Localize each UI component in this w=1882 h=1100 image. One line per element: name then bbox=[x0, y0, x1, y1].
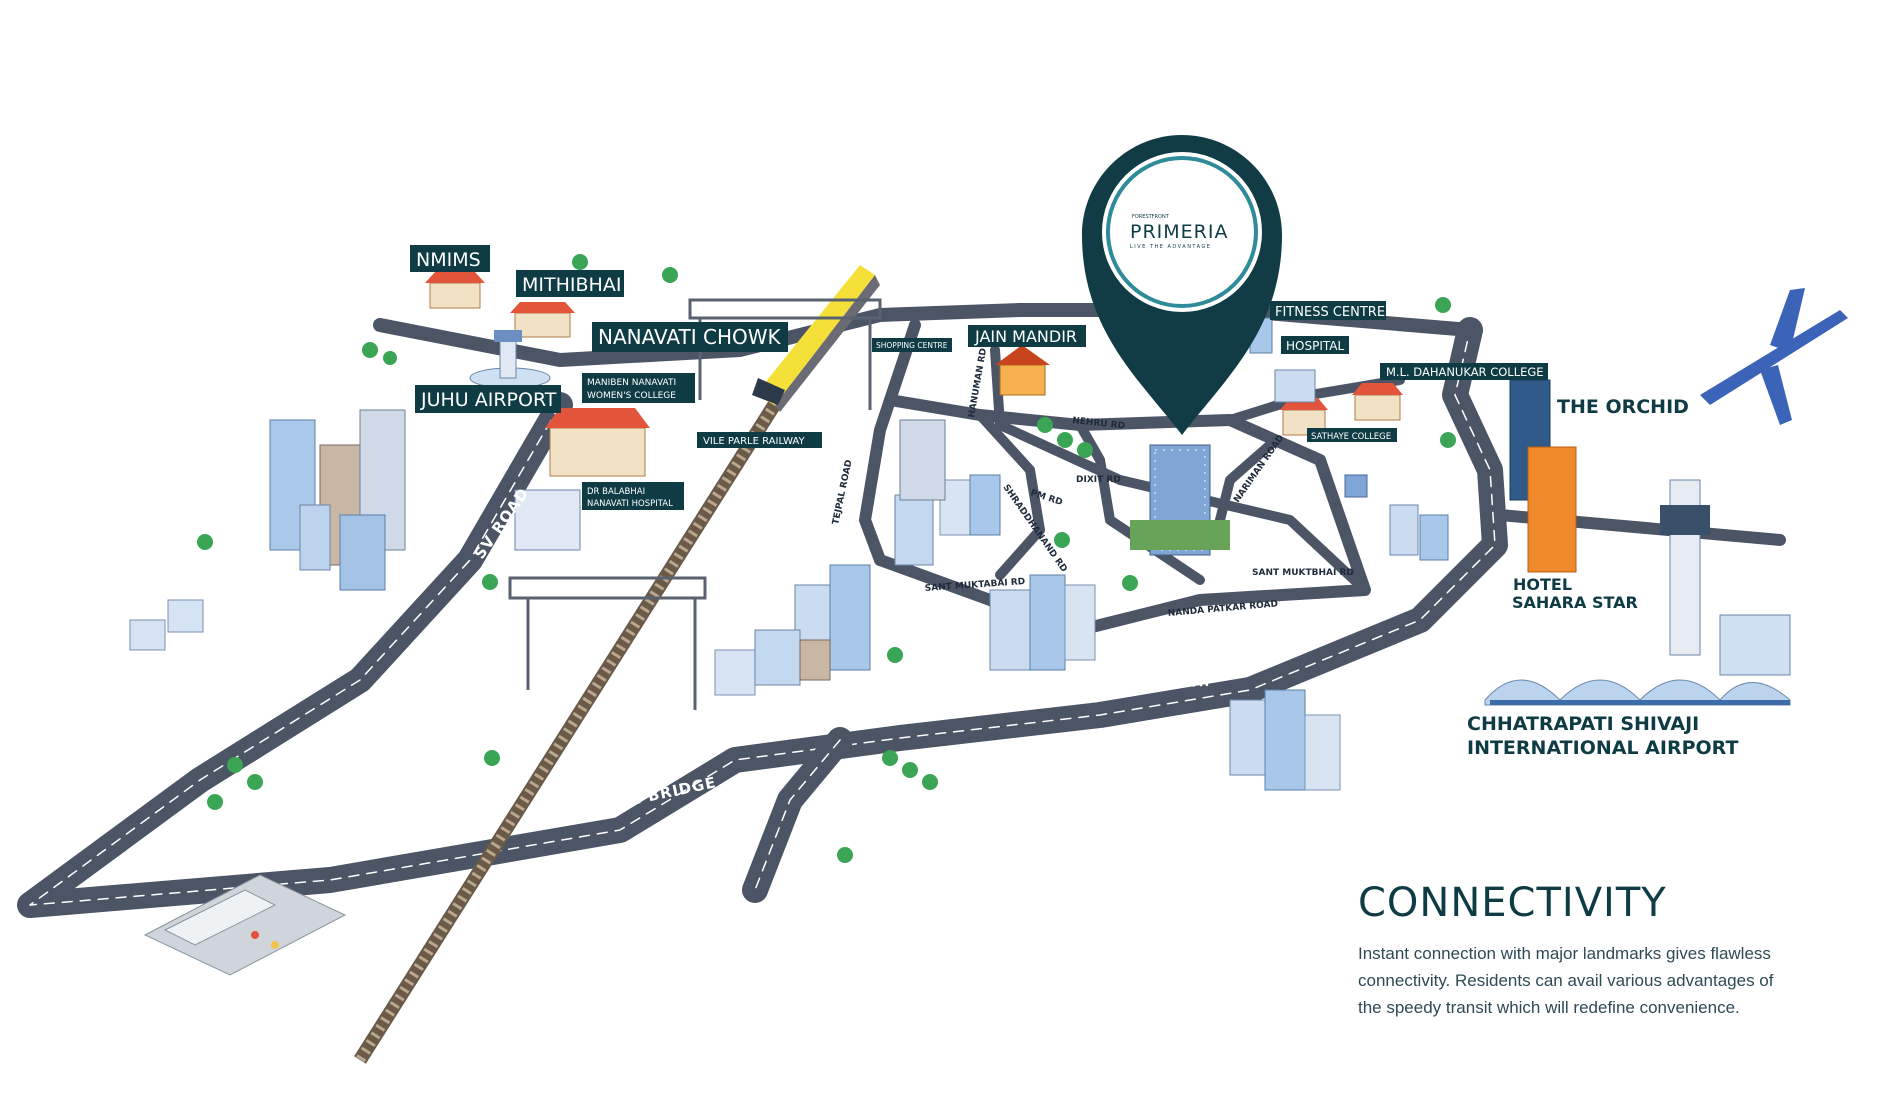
label-shopping-centre: SHOPPING CENTRE bbox=[872, 338, 952, 352]
pin-tagline: LIVE THE ADVANTAGE bbox=[1130, 244, 1211, 250]
svg-text:SHOPPING CENTRE: SHOPPING CENTRE bbox=[876, 341, 948, 350]
sathaye-building bbox=[1280, 383, 1403, 436]
svg-text:NMIMS: NMIMS bbox=[416, 249, 481, 271]
building-cluster-east bbox=[1229, 474, 1449, 791]
location-pin: FORESTFRONT PRIMERIA LIVE THE ADVANTAGE bbox=[1082, 135, 1282, 435]
railway-track bbox=[354, 376, 796, 1064]
label-ml-dahanukar: M.L. DAHANUKAR COLLEGE bbox=[1380, 363, 1548, 380]
svg-text:DR BALABHAI: DR BALABHAI bbox=[587, 487, 645, 497]
road-label-tejpal: TEJPAL ROAD bbox=[831, 459, 855, 526]
svg-text:SATHAYE COLLEGE: SATHAYE COLLEGE bbox=[1311, 432, 1391, 442]
road-label-milan-bridge-1: MILAN BRIDGE bbox=[296, 813, 432, 852]
building-cluster-west bbox=[269, 409, 406, 591]
svg-text:VILE PARLE RAILWAY: VILE PARLE RAILWAY bbox=[703, 436, 805, 447]
international-airport bbox=[1484, 479, 1791, 706]
label-airport-line1: CHHATRAPATI SHIVAJI bbox=[1467, 713, 1699, 735]
svg-text:FITNESS CENTRE: FITNESS CENTRE bbox=[1275, 305, 1385, 320]
pin-brand: PRIMERIA bbox=[1130, 221, 1228, 243]
label-jain-mandir: JAIN MANDIR bbox=[968, 325, 1086, 347]
tejpal-road bbox=[859, 319, 921, 566]
nanavati-hospital-building bbox=[514, 408, 650, 551]
pin-brand-small: FORESTFRONT bbox=[1132, 214, 1170, 220]
road-label-sant-muktbhai: SANT MUKTBHAI RD bbox=[1252, 568, 1354, 578]
label-vile-parle: VILE PARLE RAILWAY bbox=[697, 432, 822, 448]
rail-gantry-bottom bbox=[508, 576, 707, 710]
road-label-hanuman: HANUMAN RD bbox=[967, 348, 989, 419]
building-small-west bbox=[129, 599, 204, 651]
svg-text:HOSPITAL: HOSPITAL bbox=[1286, 339, 1344, 353]
connectivity-panel: CONNECTIVITY Instant connection with maj… bbox=[1358, 880, 1798, 1021]
building-cluster-center bbox=[714, 564, 871, 696]
trees bbox=[197, 254, 1456, 863]
juhu-airport-tower bbox=[469, 330, 551, 389]
building-cluster-mid bbox=[894, 419, 1001, 566]
label-nmims: NMIMS bbox=[410, 245, 490, 272]
label-mithibhai: MITHIBHAI bbox=[516, 270, 624, 297]
label-maniben: MANIBEN NANAVATI WOMEN'S COLLEGE bbox=[582, 373, 695, 403]
connectivity-heading: CONNECTIVITY bbox=[1358, 880, 1667, 926]
svg-text:MITHIBHAI: MITHIBHAI bbox=[522, 274, 621, 296]
hotel-sahara-star-building bbox=[1527, 446, 1577, 573]
airplane-icon bbox=[1700, 288, 1848, 425]
svg-text:WOMEN'S COLLEGE: WOMEN'S COLLEGE bbox=[587, 391, 676, 401]
label-juhu-airport: JUHU AIRPORT bbox=[415, 385, 561, 413]
jain-mandir-building bbox=[995, 345, 1050, 396]
label-sathaye: SATHAYE COLLEGE bbox=[1307, 428, 1397, 442]
label-airport-line2: INTERNATIONAL AIRPORT bbox=[1467, 737, 1738, 759]
primeria-tower bbox=[1130, 444, 1230, 556]
label-hospital: HOSPITAL bbox=[1281, 336, 1349, 354]
label-fitness-centre: FITNESS CENTRE bbox=[1270, 301, 1386, 320]
connectivity-body: Instant connection with major landmarks … bbox=[1358, 944, 1774, 1017]
label-sahara-star: SAHARA STAR bbox=[1512, 593, 1638, 612]
building-cluster-south bbox=[989, 574, 1096, 671]
svg-text:JAIN MANDIR: JAIN MANDIR bbox=[974, 327, 1077, 346]
mall-parking bbox=[143, 874, 347, 976]
road-label-dixit: DIXIT RD bbox=[1076, 475, 1121, 485]
mithibhai-building bbox=[510, 302, 575, 338]
svg-text:NANAVATI CHOWK: NANAVATI CHOWK bbox=[598, 325, 782, 349]
label-nanavati-hospital: DR BALABHAI NANAVATI HOSPITAL bbox=[582, 482, 684, 510]
svg-text:MANIBEN NANAVATI: MANIBEN NANAVATI bbox=[587, 378, 676, 388]
label-hotel: HOTEL bbox=[1513, 575, 1572, 594]
label-nanavati-chowk: NANAVATI CHOWK bbox=[592, 322, 788, 352]
label-the-orchid: THE ORCHID bbox=[1557, 396, 1689, 418]
nmims-building bbox=[425, 272, 485, 309]
svg-text:NANAVATI HOSPITAL: NANAVATI HOSPITAL bbox=[587, 499, 673, 509]
svg-text:M.L. DAHANUKAR COLLEGE: M.L. DAHANUKAR COLLEGE bbox=[1386, 365, 1544, 379]
fitness-hospital-buildings bbox=[1249, 317, 1316, 403]
svg-text:JUHU AIRPORT: JUHU AIRPORT bbox=[420, 389, 557, 411]
